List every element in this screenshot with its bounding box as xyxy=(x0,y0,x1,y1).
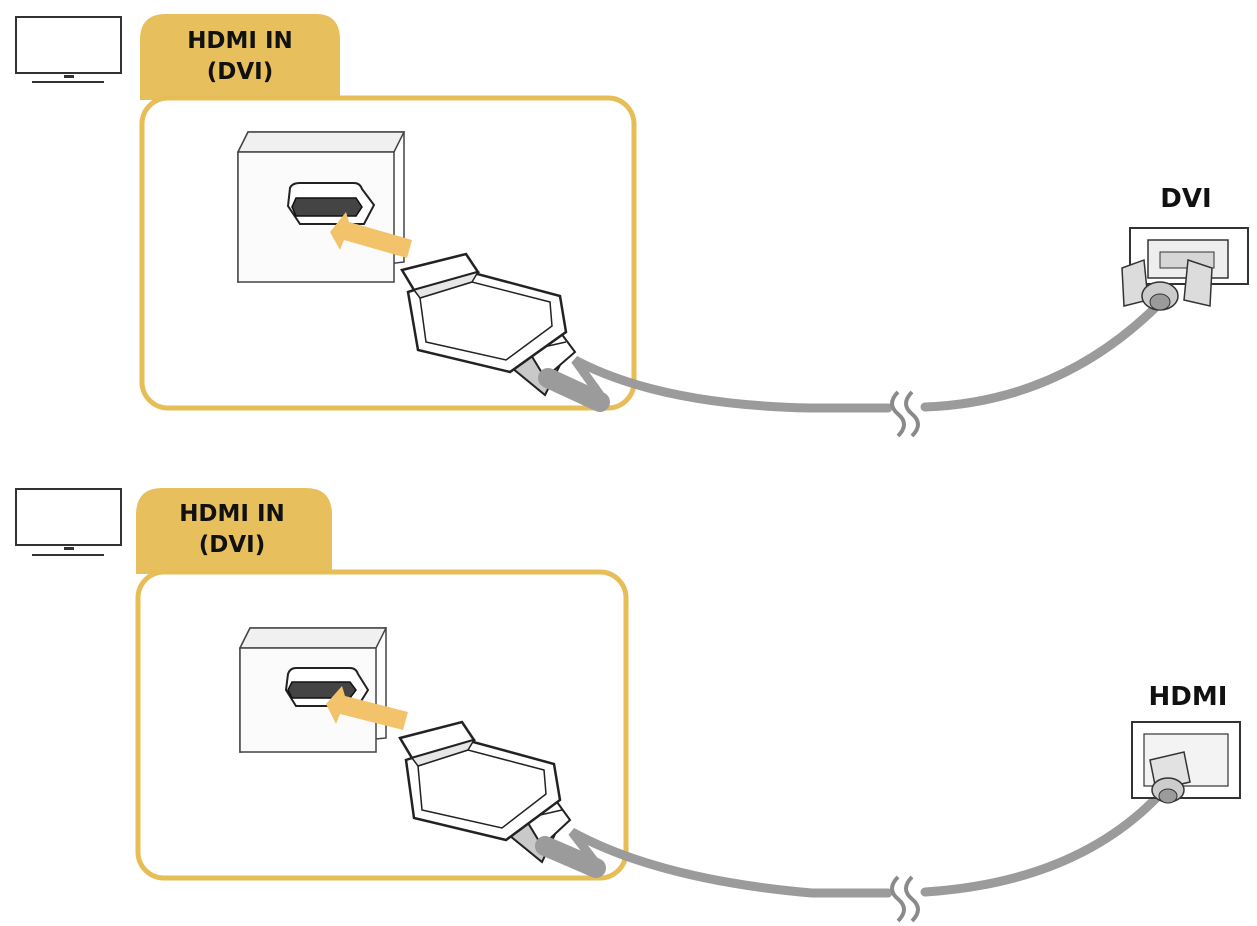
tv-icon xyxy=(15,16,122,83)
cable xyxy=(571,356,893,413)
arrow-icon xyxy=(326,686,408,730)
tv-icon xyxy=(15,488,122,556)
break-mark-icon xyxy=(890,390,920,438)
cable-far xyxy=(920,300,1163,412)
port-label-tab xyxy=(140,14,340,100)
panel-dvi: HDMI IN (DVI) xyxy=(15,14,1249,438)
hdmi-port-icon xyxy=(236,131,406,283)
hdmi-port-icon xyxy=(238,627,388,753)
arrow-icon xyxy=(330,212,412,258)
hdmi-connector-icon xyxy=(1131,721,1241,804)
device-label: DVI xyxy=(1160,184,1211,214)
hdmi-plug-icon xyxy=(400,252,610,412)
port-label-line1: HDMI IN xyxy=(187,28,293,54)
hdmi-plug-icon xyxy=(398,720,606,878)
device-label: HDMI xyxy=(1149,682,1228,712)
port-label-line2: (DVI) xyxy=(199,532,265,558)
port-label-line2: (DVI) xyxy=(207,59,273,85)
port-label-tab xyxy=(136,488,332,574)
break-mark-icon xyxy=(890,875,920,923)
port-label-line1: HDMI IN xyxy=(179,501,285,527)
cable xyxy=(568,828,893,898)
cable-far xyxy=(920,785,1169,897)
dvi-connector-icon xyxy=(1121,227,1249,311)
panel-hdmi: HDMI IN (DVI) xyxy=(15,488,1241,923)
